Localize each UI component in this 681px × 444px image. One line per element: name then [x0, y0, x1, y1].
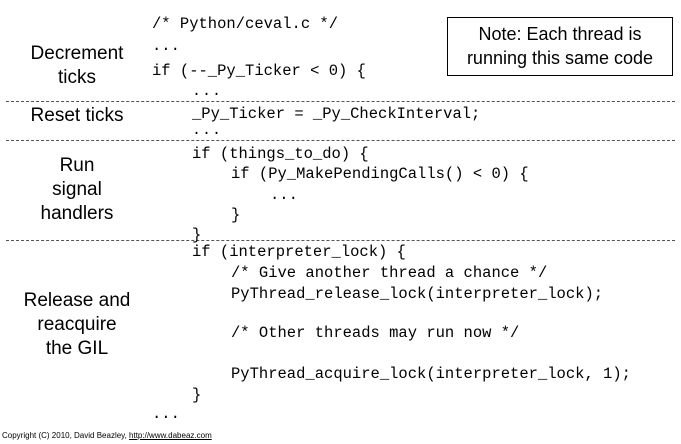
- code-line-ellipsis-top: ...: [152, 37, 180, 55]
- code-line-ellipsis-bottom: ...: [152, 405, 180, 423]
- code-line-interpreter-lock: if (interpreter_lock) {: [192, 243, 406, 261]
- code-line-close-things: }: [192, 226, 202, 244]
- label-reset-ticks: Reset ticks: [14, 104, 140, 128]
- label-run-line2: signal: [52, 179, 102, 200]
- label-release-line1: Release and: [23, 290, 131, 311]
- code-line-ellipsis-ticker: ...: [192, 83, 223, 100]
- code-line-ellipsis-reset: ...: [192, 122, 223, 139]
- note-box: Note: Each thread is running this same c…: [447, 17, 673, 76]
- code-line-comment-give: /* Give another thread a chance */: [231, 264, 548, 282]
- code-line-close-lock: }: [192, 386, 202, 404]
- note-line2: running this same code: [466, 48, 654, 68]
- label-decrement-line1: Decrement: [30, 43, 124, 64]
- code-line-comment-header: /* Python/ceval.c */: [152, 15, 339, 33]
- code-line-reset-ticker: _Py_Ticker = _Py_CheckInterval;: [192, 105, 481, 123]
- footer-text: Copyright (C) 2010, David Beazley,: [2, 431, 130, 440]
- code-line-close-inner: }: [231, 206, 241, 224]
- label-decrement-ticks: Decrement ticks: [18, 42, 136, 90]
- separator-reset: [6, 101, 675, 102]
- code-line-release-lock: PyThread_release_lock(interpreter_lock);: [231, 285, 604, 303]
- label-release-reacquire-gil: Release and reacquire the GIL: [10, 289, 144, 361]
- code-line-pending-calls: if (Py_MakePendingCalls() < 0) {: [231, 165, 529, 183]
- label-run-signal-handlers: Run signal handlers: [14, 154, 140, 226]
- separator-gil: [6, 240, 675, 241]
- code-line-acquire-lock: PyThread_acquire_lock(interpreter_lock, …: [231, 365, 631, 383]
- footer-copyright: Copyright (C) 2010, David Beazley, http:…: [2, 431, 212, 440]
- label-run-line1: Run: [59, 155, 95, 176]
- footer-link[interactable]: http://www.dabeaz.com: [129, 431, 212, 440]
- note-line1: Note: Each thread is: [478, 24, 642, 44]
- label-release-line3: the GIL: [45, 338, 109, 359]
- label-reset-line1: Reset ticks: [30, 105, 124, 126]
- code-line-ellipsis-pending: ...: [270, 186, 298, 204]
- code-line-comment-others: /* Other threads may run now */: [231, 324, 520, 342]
- code-line-things-to-do: if (things_to_do) {: [192, 145, 369, 163]
- code-line-ticker-check: if (--_Py_Ticker < 0) {: [152, 62, 366, 80]
- label-decrement-line2: ticks: [58, 67, 96, 88]
- separator-signal: [6, 140, 675, 141]
- label-run-line3: handlers: [40, 203, 114, 224]
- label-release-line2: reacquire: [37, 314, 117, 335]
